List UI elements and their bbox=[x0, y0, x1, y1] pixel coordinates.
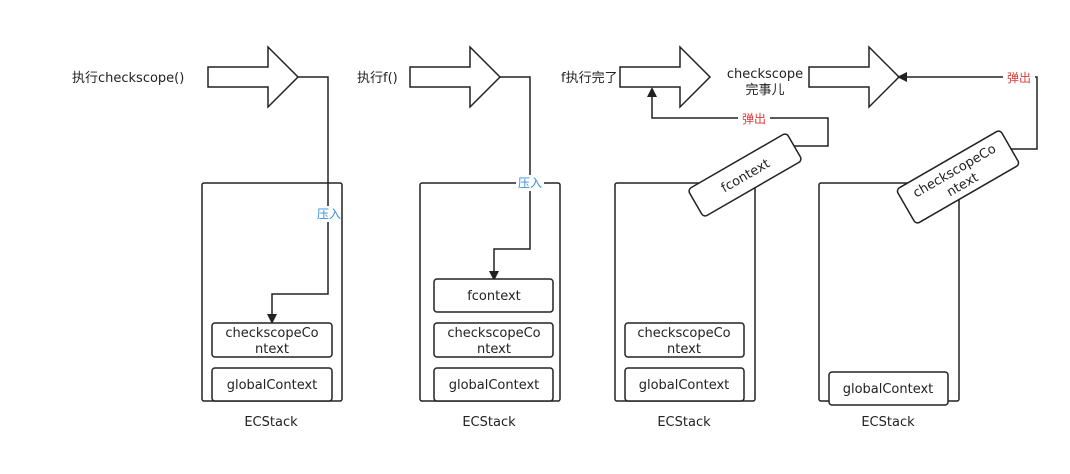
stack2-fcontext-frame bbox=[433, 278, 554, 313]
stack1-checkscope-frame bbox=[211, 322, 333, 358]
stack1-global-text: globalContext bbox=[227, 378, 318, 393]
stack3-checkscope-frame bbox=[624, 322, 745, 358]
step1-big-arrow bbox=[207, 45, 300, 109]
stack1-checkscope-text-1: checkscopeCo bbox=[225, 326, 318, 341]
step3-pop-connector bbox=[647, 87, 829, 147]
stack4-global-frame bbox=[828, 371, 949, 406]
step1-action-label: 执行checkscope() bbox=[72, 71, 184, 86]
stack3-label: ECStack bbox=[657, 415, 711, 430]
stack3-global-frame bbox=[624, 367, 745, 402]
stack2-checkscope-text-1: checkscopeCo bbox=[447, 326, 540, 341]
step3-pop-label: 弹出 bbox=[742, 112, 766, 126]
step4-action-label-2: 完事儿 bbox=[745, 83, 784, 98]
step2-big-arrow bbox=[409, 45, 502, 109]
stack2-label: ECStack bbox=[462, 415, 516, 430]
stack4-popped-checkscope: checkscopeCo ntext bbox=[896, 130, 1020, 224]
stack1-global-frame bbox=[211, 367, 333, 402]
stack3-checkscope-text-2: ntext bbox=[667, 342, 701, 357]
step4-pop-label: 弹出 bbox=[1007, 71, 1031, 85]
stack2-checkscope-text-2: ntext bbox=[477, 342, 511, 357]
stack2-fcontext-text: fcontext bbox=[467, 289, 521, 304]
stack4-container bbox=[818, 182, 960, 402]
stack4-global-text: globalContext bbox=[843, 382, 934, 397]
step2-action-label: 执行f() bbox=[357, 71, 398, 86]
stack3-checkscope-text-1: checkscopeCo bbox=[637, 326, 730, 341]
step2-push-connector bbox=[489, 76, 531, 281]
step4-pop-connector bbox=[897, 72, 1038, 150]
step1-push-connector bbox=[267, 76, 329, 324]
step3-big-arrow bbox=[619, 45, 712, 109]
stack2-global-frame bbox=[433, 367, 554, 402]
stack2-global-text: globalContext bbox=[449, 378, 540, 393]
step4-big-arrow bbox=[808, 45, 901, 109]
stack2-checkscope-frame bbox=[433, 322, 554, 358]
stack1-checkscope-text-2: ntext bbox=[255, 342, 289, 357]
stack3-popped-fcontext: fcontext bbox=[688, 133, 802, 217]
stack1-label: ECStack bbox=[244, 415, 298, 430]
stack3-global-text: globalContext bbox=[639, 378, 730, 393]
stack4-label: ECStack bbox=[861, 415, 915, 430]
step2-push-label: 压入 bbox=[518, 176, 542, 190]
step1-push-label: 压入 bbox=[317, 207, 341, 221]
step3-action-label: f执行完了 bbox=[561, 71, 618, 86]
step4-action-label-1: checkscope bbox=[727, 67, 803, 82]
